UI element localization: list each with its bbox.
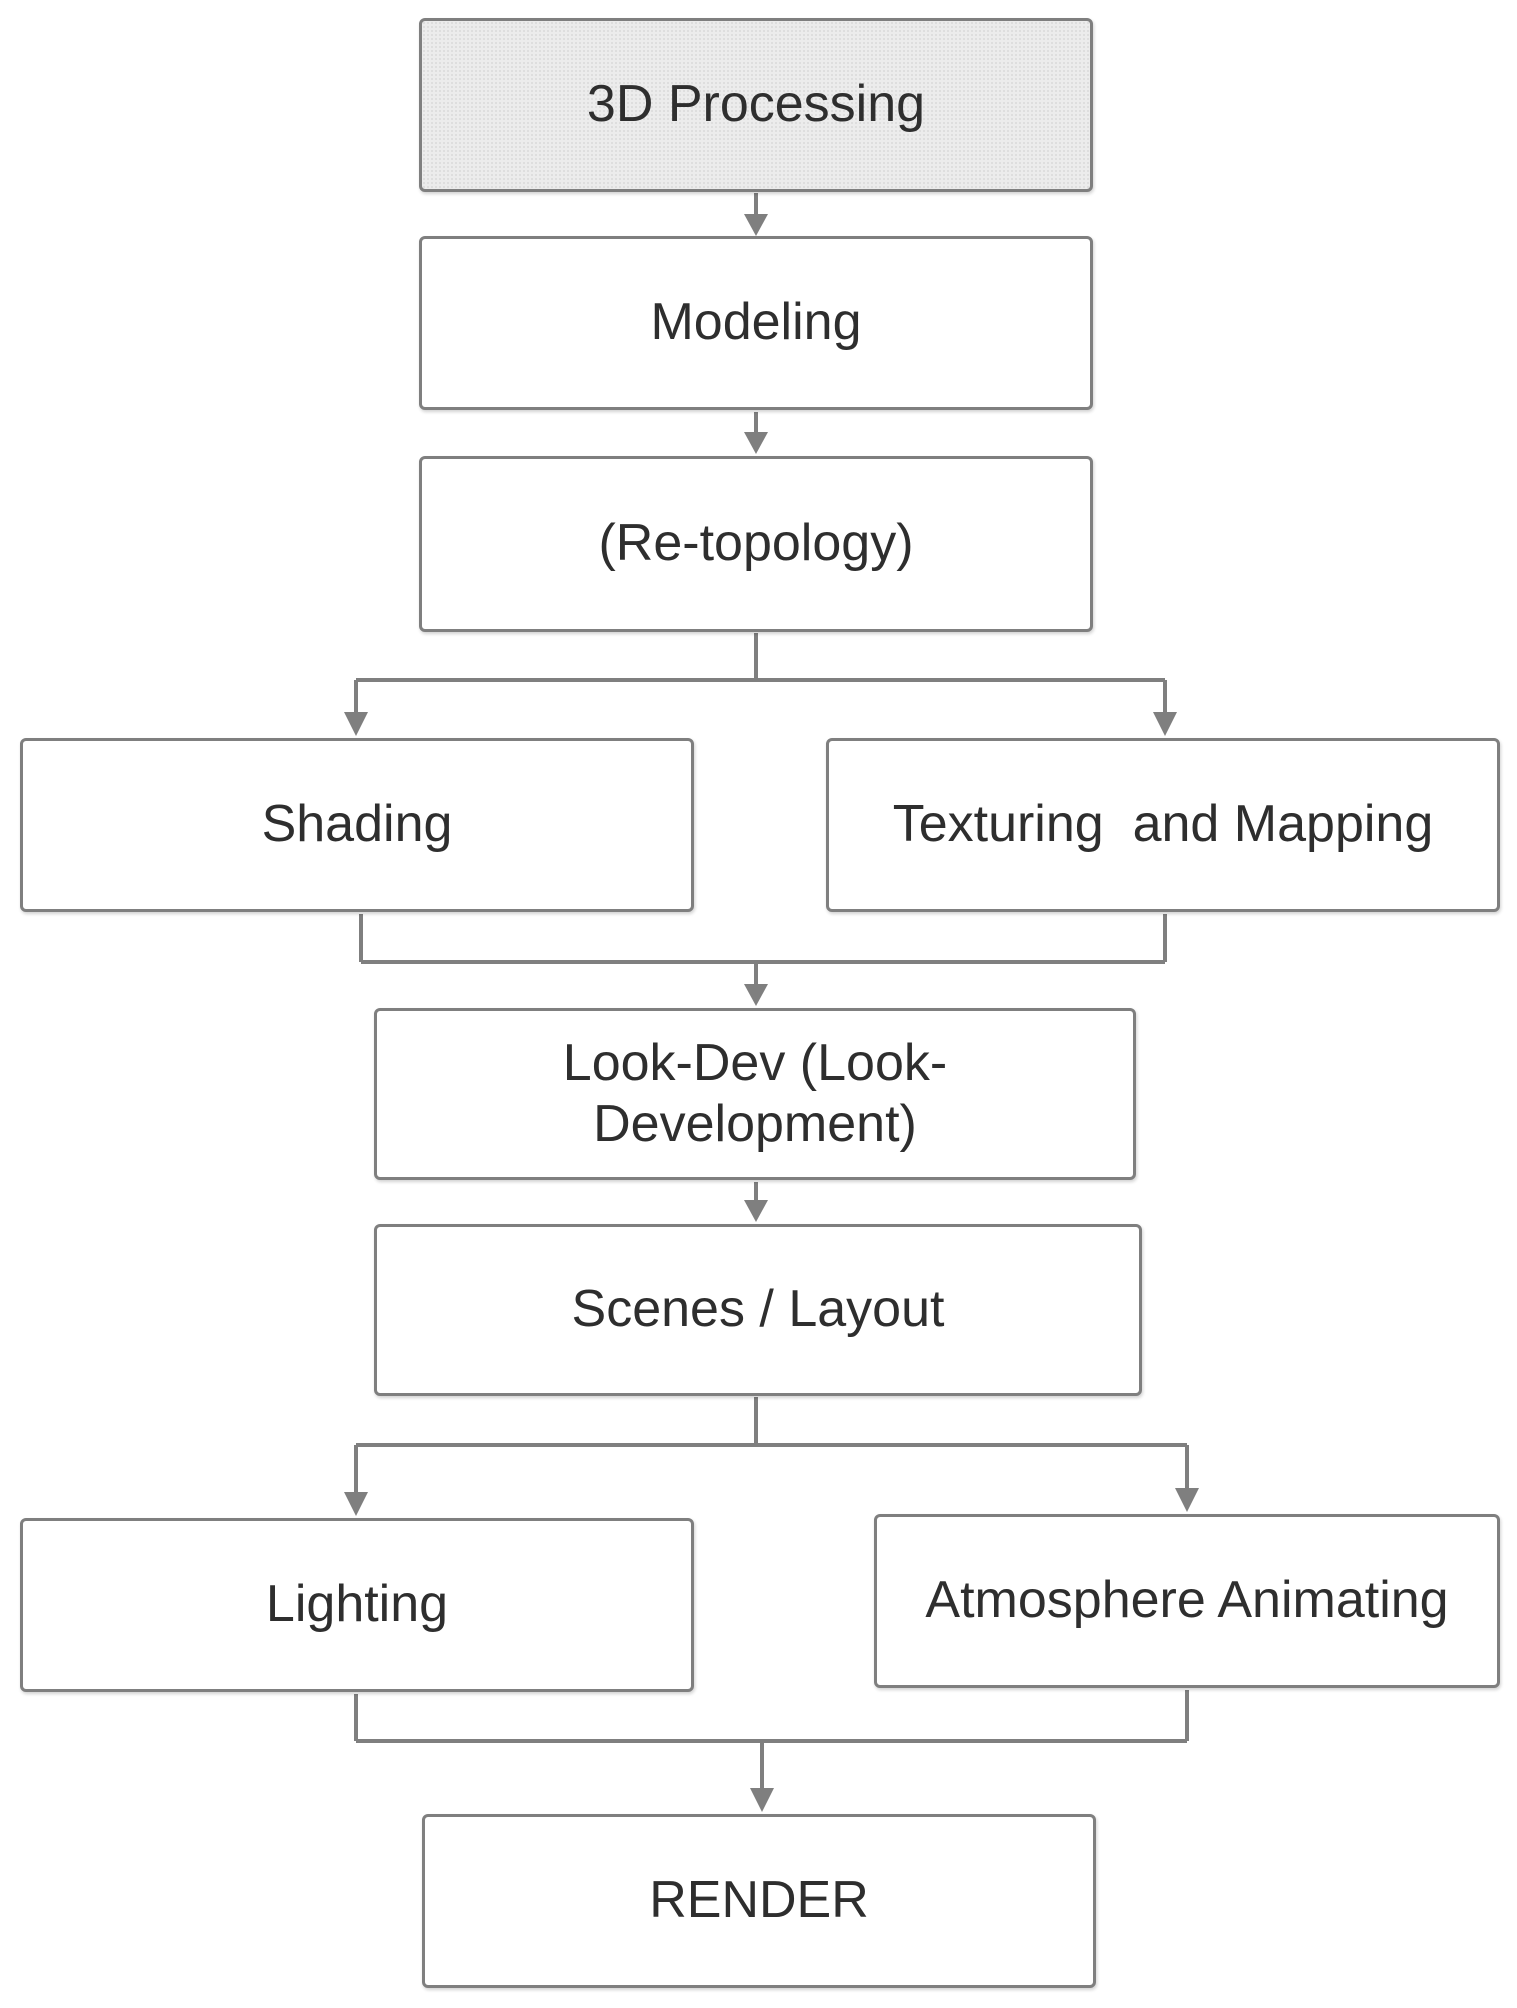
node-modeling: Modeling: [419, 236, 1093, 410]
arrowhead-modeling: [744, 214, 768, 236]
arrowhead-atmosphere: [1175, 1488, 1199, 1512]
arrowhead-retopology: [744, 432, 768, 454]
node-shading-label: Shading: [261, 795, 453, 854]
arrowhead-scenes: [744, 1200, 768, 1222]
node-modeling-label: Modeling: [650, 293, 862, 352]
node-atmosphere-animating-label: Atmosphere Animating: [925, 1571, 1449, 1630]
node-scenes-layout-label: Scenes / Layout: [571, 1280, 945, 1339]
node-lighting-label: Lighting: [265, 1575, 449, 1634]
node-look-dev-label: Look-Dev (Look- Development): [543, 1033, 967, 1156]
arrowhead-texturing: [1153, 712, 1177, 736]
node-retopology: (Re-topology): [419, 456, 1093, 632]
node-look-dev: Look-Dev (Look- Development): [374, 1008, 1136, 1180]
arrowhead-lookdev: [744, 984, 768, 1006]
node-lighting: Lighting: [20, 1518, 694, 1692]
node-3d-processing-label: 3D Processing: [586, 75, 926, 134]
node-atmosphere-animating: Atmosphere Animating: [874, 1514, 1500, 1688]
node-render-label: RENDER: [649, 1871, 869, 1930]
arrowhead-lighting: [344, 1492, 368, 1516]
node-scenes-layout: Scenes / Layout: [374, 1224, 1142, 1396]
node-shading: Shading: [20, 738, 694, 912]
arrowhead-shading: [344, 712, 368, 736]
node-3d-processing: 3D Processing: [419, 18, 1093, 192]
node-retopology-label: (Re-topology): [598, 514, 914, 573]
arrowhead-render: [750, 1788, 774, 1812]
node-texturing-mapping: Texturing and Mapping: [826, 738, 1500, 912]
node-look-dev-line-1: Look-Dev (Look-: [562, 1033, 948, 1092]
node-texturing-mapping-label: Texturing and Mapping: [892, 795, 1434, 854]
node-render: RENDER: [422, 1814, 1096, 1988]
node-look-dev-line-2: Development): [593, 1095, 917, 1153]
